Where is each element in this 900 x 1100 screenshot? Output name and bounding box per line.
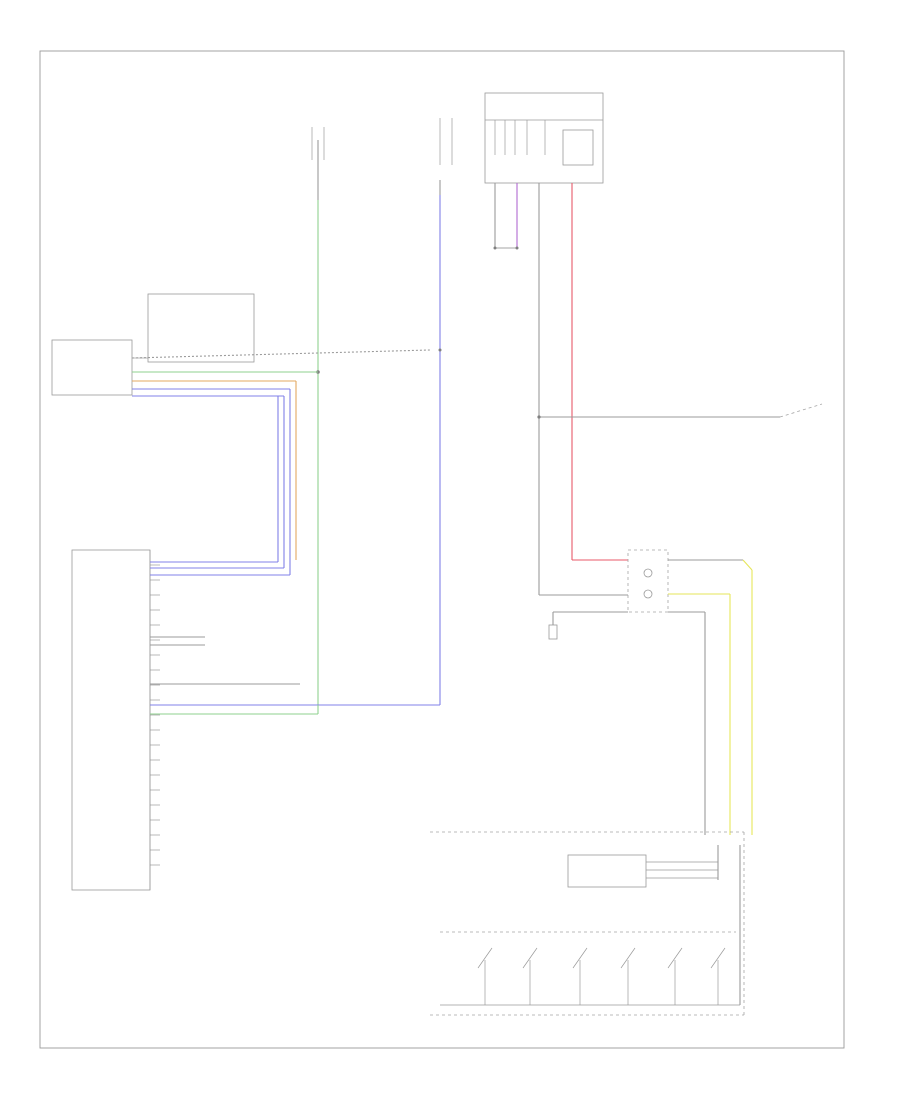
power-control-module bbox=[71, 549, 160, 891]
clutch-switch bbox=[627, 549, 669, 613]
diagram-frame bbox=[39, 50, 845, 1049]
combination-switch bbox=[430, 831, 745, 1016]
top-fuse-block bbox=[311, 127, 325, 200]
front-sensor bbox=[51, 293, 255, 396]
fuse-relay-box bbox=[439, 92, 604, 184]
